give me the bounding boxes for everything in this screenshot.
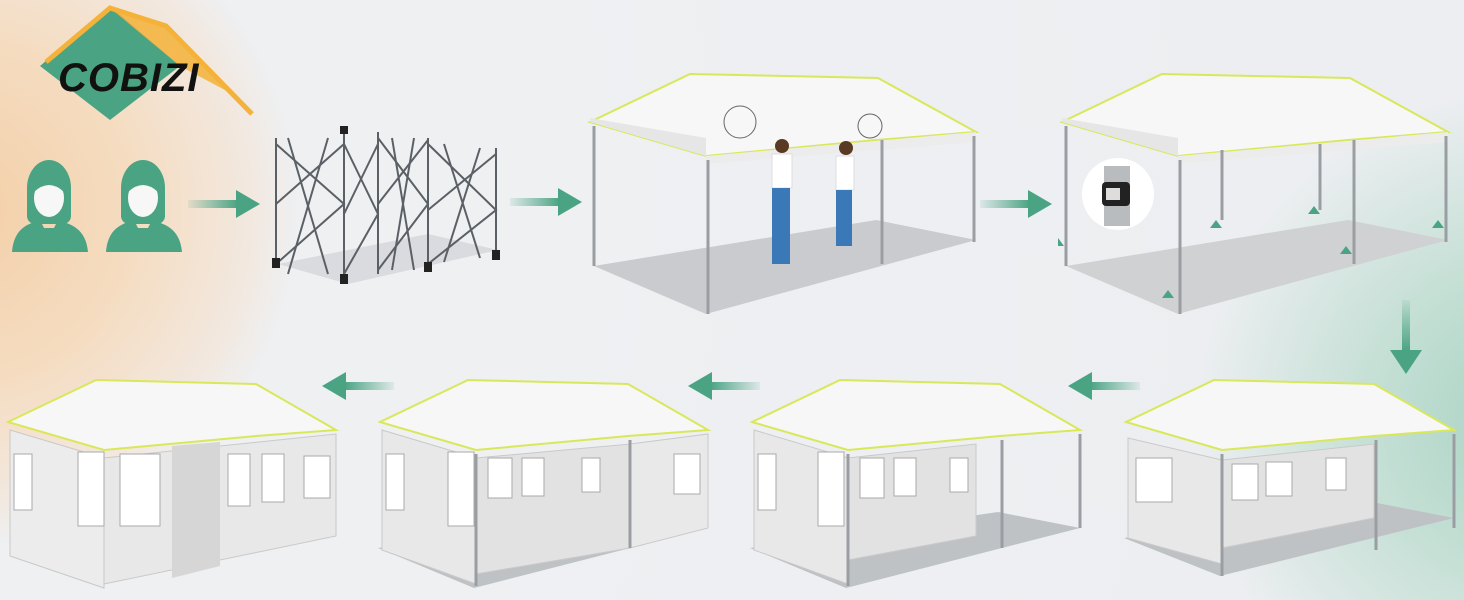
arrow-left-icon [688,370,760,402]
canopy-raising-image [586,70,982,316]
arrow-left-icon [322,370,394,402]
arrow-right-icon [188,188,260,220]
folded-frame-image [268,124,504,288]
arrow-right-icon [510,186,582,218]
arrow-down-icon [1388,300,1424,376]
cobizi-logo: COBIZI [16,4,256,124]
canopy-fully-enclosed-image [6,378,342,590]
arrow-left-icon [1068,370,1140,402]
canopy-one-wall-image [1124,378,1460,578]
canopy-three-walls-image [378,378,714,590]
people-icon [8,158,188,254]
canopy-two-walls-image [750,378,1086,590]
brand-name: COBIZI [58,56,200,100]
canopy-legs-extended-image [1058,70,1454,316]
arrow-right-icon [980,188,1052,220]
